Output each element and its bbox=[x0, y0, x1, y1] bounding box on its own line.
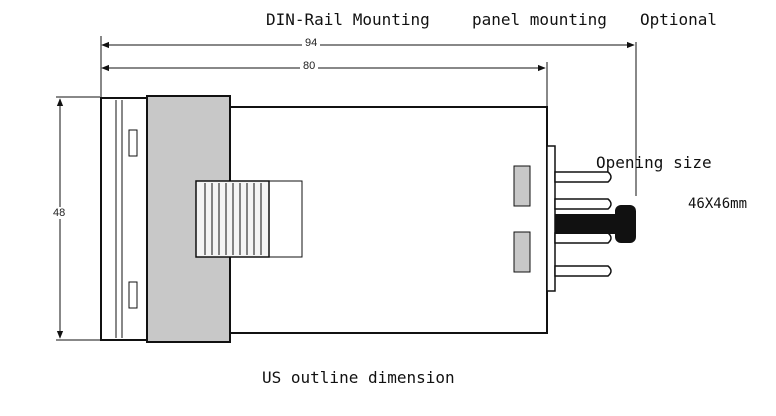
terminal-block bbox=[546, 145, 556, 292]
bezel-clip-bottom bbox=[128, 281, 138, 309]
bezel-clip-top bbox=[128, 129, 138, 157]
din-rail-mounting-label: DIN-Rail Mounting bbox=[266, 10, 430, 29]
terminal-pin-4 bbox=[554, 265, 612, 277]
optional-label: Optional bbox=[640, 10, 718, 29]
terminal-pin-2 bbox=[554, 198, 612, 210]
panel-mounting-label: panel mounting bbox=[472, 10, 607, 29]
front-bezel bbox=[100, 97, 150, 341]
opening-size-value: 46X46mm bbox=[688, 196, 748, 212]
rear-label-bottom bbox=[513, 231, 531, 273]
optional-cable bbox=[555, 214, 619, 234]
optional-connector bbox=[615, 205, 636, 243]
terminal-pin-1 bbox=[554, 171, 612, 183]
terminal-pin-3 bbox=[554, 232, 612, 244]
dimension-48-value: 48 bbox=[50, 207, 69, 219]
dimension-80-value: 80 bbox=[300, 60, 319, 72]
opening-size-label: Opening size bbox=[596, 153, 712, 172]
clamp-ridges bbox=[204, 183, 262, 255]
diagram-caption: US outline dimension bbox=[262, 368, 455, 387]
dimension-94-value: 94 bbox=[302, 37, 321, 49]
rear-label-top bbox=[513, 165, 531, 207]
